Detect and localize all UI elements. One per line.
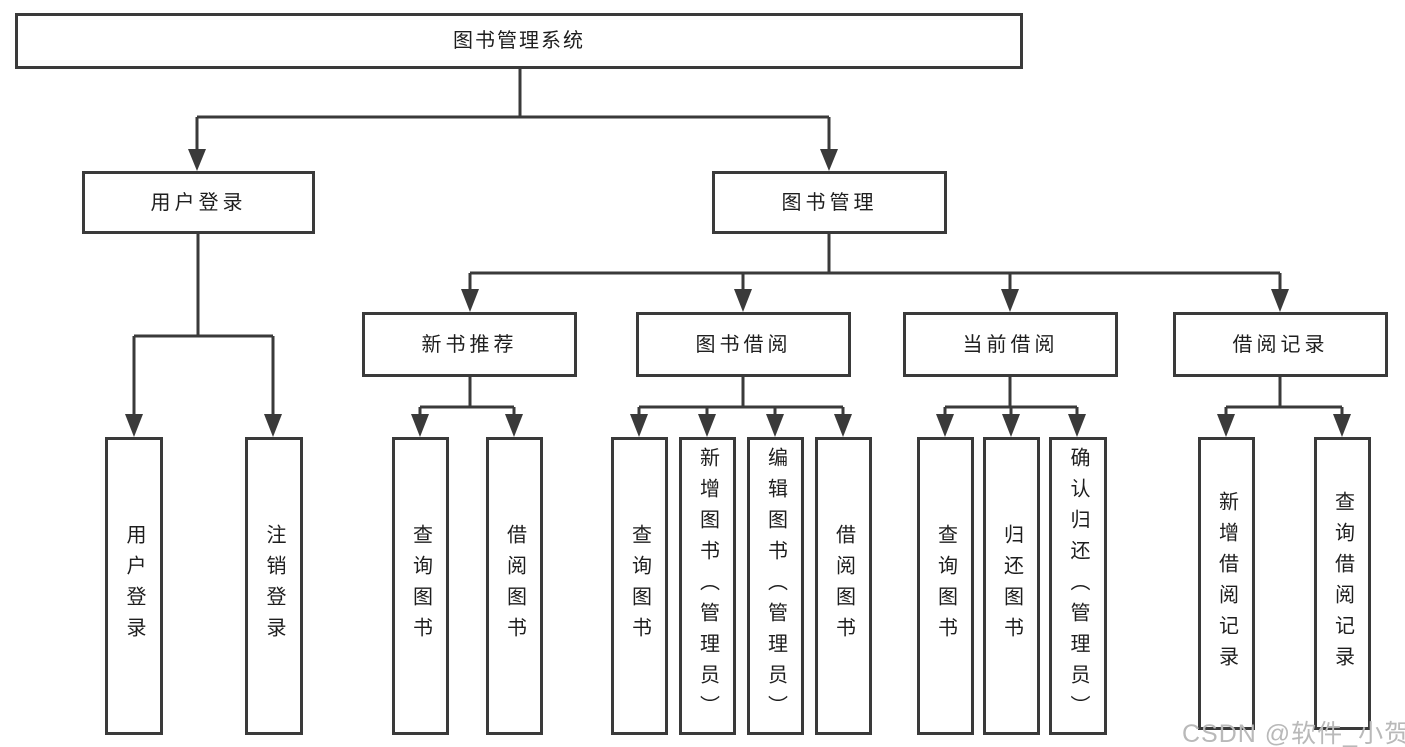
node-label: 查询借阅记录 xyxy=(1331,490,1354,677)
node-label: 用户登录 xyxy=(123,524,145,648)
node-label: 归还图书 xyxy=(1000,524,1023,648)
node-label: 借阅图书 xyxy=(832,524,855,648)
leaf-query-borrow-record: 查询借阅记录 xyxy=(1314,437,1371,730)
node-library-system-root: 图书管理系统 xyxy=(15,13,1023,69)
node-user-login: 用户登录 xyxy=(82,171,315,234)
leaf-user-login: 用户登录 xyxy=(105,437,163,735)
node-label: 查询图书 xyxy=(628,524,651,648)
leaf-borrow-books-recommend: 借阅图书 xyxy=(486,437,543,735)
node-label: 新增图书（管理员） xyxy=(696,446,719,726)
node-label: 注销登录 xyxy=(263,524,285,648)
watermark-text: CSDN @软件_小贺同学 xyxy=(1182,720,1405,747)
arrowheads xyxy=(125,149,1351,437)
leaf-add-borrow-record: 新增借阅记录 xyxy=(1198,437,1255,730)
leaf-edit-books-admin: 编辑图书（管理员） xyxy=(747,437,804,735)
node-label: 查询图书 xyxy=(934,524,957,648)
leaf-confirm-return-admin: 确认归还（管理员） xyxy=(1049,437,1107,735)
node-current-borrowing: 当前借阅 xyxy=(903,312,1118,377)
node-label: 查询图书 xyxy=(409,524,432,648)
node-borrowing-records: 借阅记录 xyxy=(1173,312,1388,377)
node-label: 借阅图书 xyxy=(503,524,526,648)
leaf-return-books: 归还图书 xyxy=(983,437,1040,735)
node-book-borrowing: 图书借阅 xyxy=(636,312,851,377)
leaf-query-books-current: 查询图书 xyxy=(917,437,974,735)
node-label: 确认归还（管理员） xyxy=(1067,446,1089,726)
leaf-logout-login: 注销登录 xyxy=(245,437,303,735)
node-label: 新增借阅记录 xyxy=(1215,490,1238,677)
node-label: 编辑图书（管理员） xyxy=(764,446,787,726)
leaf-add-books-admin: 新增图书（管理员） xyxy=(679,437,736,735)
leaf-query-books-recommend: 查询图书 xyxy=(392,437,449,735)
node-new-book-recommendation: 新书推荐 xyxy=(362,312,577,377)
node-book-management: 图书管理 xyxy=(712,171,947,234)
leaf-query-books-borrow: 查询图书 xyxy=(611,437,668,735)
leaf-borrow-books-borrow: 借阅图书 xyxy=(815,437,872,735)
